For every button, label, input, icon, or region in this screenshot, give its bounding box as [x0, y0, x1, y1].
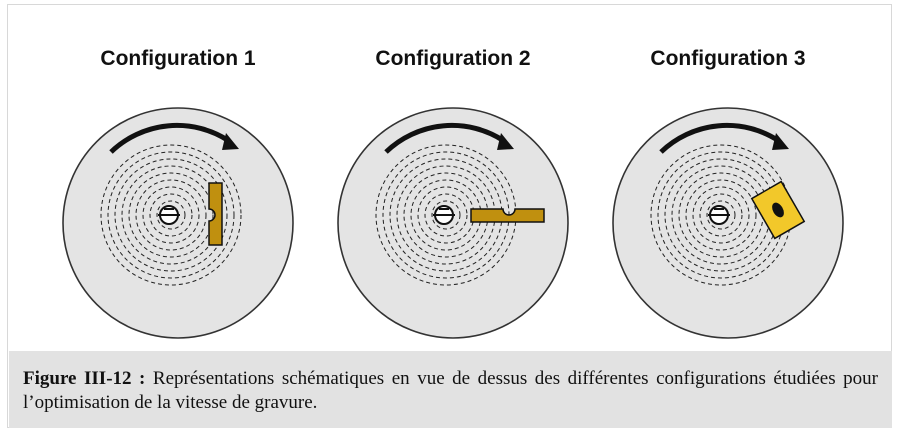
rotation-arrow — [384, 122, 506, 154]
sample-vertical — [208, 182, 223, 246]
sample-horizontal — [470, 208, 545, 223]
caption-label: Figure III-12 : — [23, 368, 146, 389]
center-symbol — [158, 205, 180, 225]
rotation-arrow-head — [497, 133, 514, 150]
etch-ring — [100, 144, 242, 286]
config-2-title: Configuration 2 — [375, 47, 531, 70]
config-2-diagram — [337, 107, 569, 339]
sample-tilted — [750, 180, 806, 240]
etch-ring — [424, 193, 468, 237]
rotation-arrow-head — [222, 133, 239, 150]
etch-ring — [142, 186, 200, 244]
config-3-diagram — [612, 107, 844, 339]
etch-ring — [149, 193, 193, 237]
etch-ring — [135, 179, 207, 251]
disc — [62, 107, 294, 339]
center-symbol — [708, 205, 730, 225]
rotation-arrow-head — [772, 133, 789, 150]
etch-ring — [107, 151, 235, 279]
config-3-title: Configuration 3 — [650, 47, 806, 70]
disc — [337, 107, 569, 339]
etch-ring — [114, 158, 228, 272]
etch-ring — [128, 172, 214, 258]
config-1-title: Configuration 1 — [100, 47, 256, 70]
etch-ring — [431, 200, 461, 230]
etch-ring — [706, 200, 736, 230]
figure-frame: Configuration 1 Configuration 2 Configur… — [7, 4, 892, 428]
config-1-diagram — [62, 107, 294, 339]
rotation-arrow — [109, 122, 231, 154]
disc — [612, 107, 844, 339]
etch-ring — [156, 200, 186, 230]
sample-hole — [772, 202, 784, 218]
etch-ring — [685, 179, 757, 251]
etch-ring — [699, 193, 743, 237]
rotation-arrow — [659, 122, 781, 154]
caption-text: Représentations schématiques en vue de d… — [23, 368, 878, 413]
figure-caption: Figure III-12 : Représentations schémati… — [9, 351, 892, 428]
etch-ring — [692, 186, 750, 244]
center-symbol — [433, 205, 455, 225]
